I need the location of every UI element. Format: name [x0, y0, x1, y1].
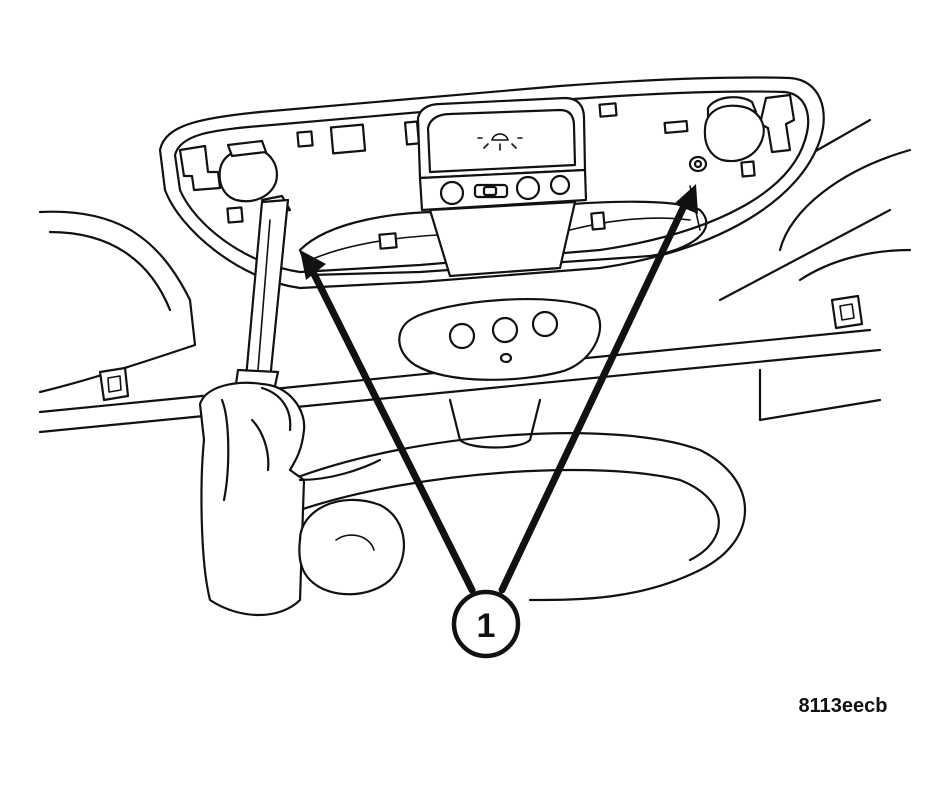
figure-id-label: 8113eecb [799, 695, 888, 717]
headliner-clip-left [98, 366, 130, 402]
headliner-clip-right [830, 294, 864, 330]
technician-hand [198, 381, 406, 616]
callout-marker-1: 1 [451, 589, 521, 659]
map-lamp-left [218, 139, 278, 203]
dome-lamp-icon [477, 133, 523, 151]
callout-arrow-left [300, 250, 476, 594]
map-lamp-right [688, 96, 765, 231]
callout-label-1: 1 [477, 607, 496, 645]
callout-arrow-right [498, 184, 698, 594]
lower-lamp-panel [398, 298, 602, 381]
interior-curve [288, 398, 747, 602]
center-lamp-module [416, 96, 588, 278]
